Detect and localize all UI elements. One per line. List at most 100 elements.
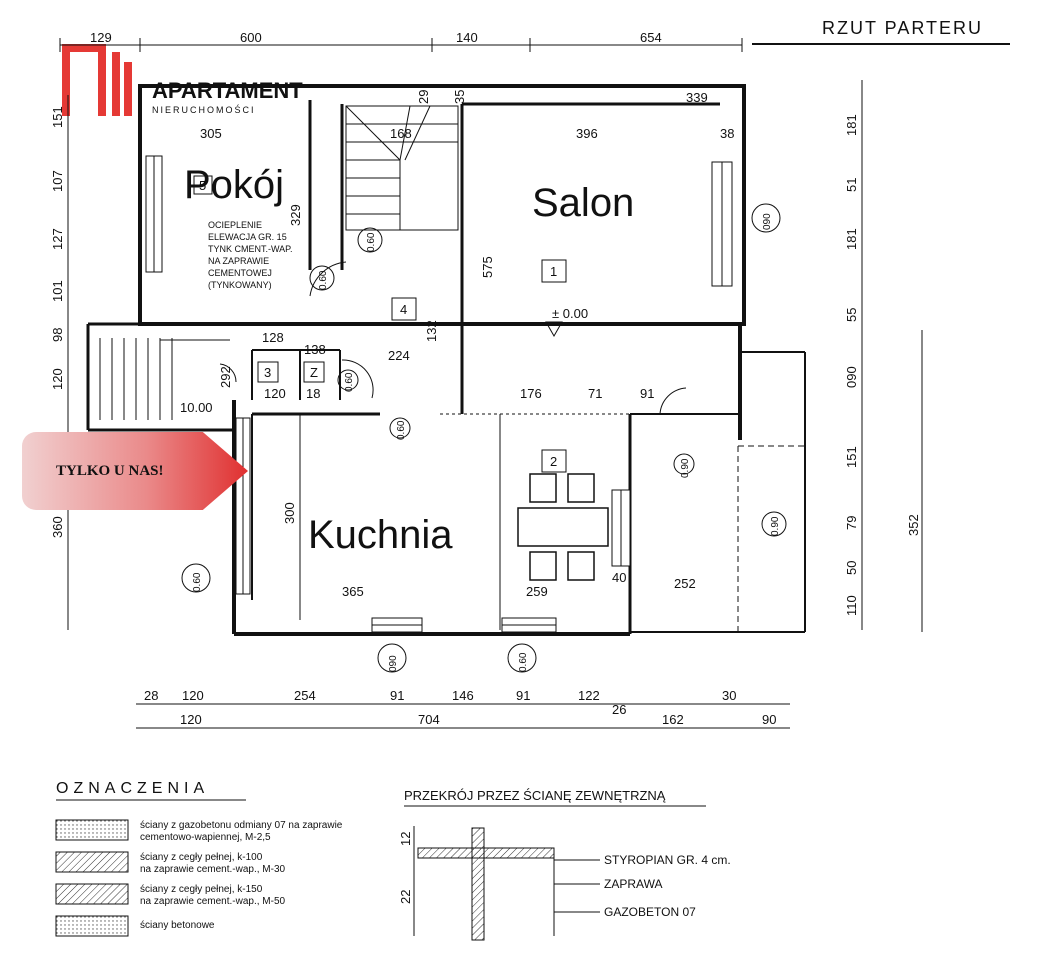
dim-int-10: 71	[588, 386, 602, 401]
dim-top-inner-5: 35	[452, 90, 467, 104]
room-number-2: 2	[550, 454, 557, 469]
legend: OZNACZENIA ściany z gazobetonu odmiany 0…	[55, 780, 343, 937]
dim-top-inner-4: 339	[686, 90, 708, 105]
room-number-1: 1	[550, 264, 557, 279]
room-name-salon: Salon	[532, 181, 634, 225]
dim-right-6: 79	[844, 516, 859, 530]
legend-1-line-1: na zaprawie cement.-wap., M-30	[140, 864, 286, 875]
dim-int-14: 259	[526, 584, 548, 599]
dim-left-1: 107	[50, 170, 65, 192]
wm-8: 0.60	[344, 372, 355, 392]
dim-right-8: 110	[844, 595, 859, 616]
dim-int-12: 300	[282, 502, 297, 524]
room-number-3: 3	[264, 365, 271, 380]
dim-right-5: 151	[844, 446, 859, 468]
plan-title: RZUT PARTERU	[822, 18, 983, 38]
section-title: PRZEKRÓJ PRZEZ ŚCIANĘ ZEWNĘTRZNĄ	[404, 788, 666, 803]
wm-5: 0.90	[770, 516, 781, 536]
section-dim-0: 12	[398, 832, 413, 846]
wm-0: 090	[762, 213, 773, 230]
dim-top-inner-0: 305	[200, 126, 222, 141]
wall-note-1: ELEWACJA GR. 15	[208, 232, 287, 242]
legend-1-line-0: ściany z cegły pełnej, k-100	[140, 852, 263, 863]
dim-top-inner-1: 168	[390, 126, 412, 141]
interior-dimensions: 329 575 224 132 138 120 18 128 292 176 7…	[180, 204, 696, 717]
wm-1: 0.60	[192, 572, 203, 592]
dim-top-inner-6: 29	[416, 90, 431, 104]
legend-swatch-2	[55, 883, 129, 905]
dim-int-16: 40	[612, 570, 626, 585]
dim-bottom1-0: 28	[144, 688, 158, 703]
dim-int-18: 26	[612, 702, 626, 717]
wm-7: 0.60	[318, 270, 329, 290]
logo-bar-4	[112, 52, 120, 116]
legend-3-line-0: ściany betonowe	[140, 920, 215, 931]
dim-bottom1-3: 91	[390, 688, 404, 703]
walls	[86, 84, 806, 636]
dim-top-inner-2: 396	[576, 126, 598, 141]
wall-note: OCIEPLENIE ELEWACJA GR. 15 TYNK CMENT.-W…	[208, 220, 293, 290]
dim-bottom1-1: 120	[182, 688, 204, 703]
dim-right-4: 090	[844, 366, 859, 388]
legend-0-line-0: ściany z gazobetonu odmiany 07 na zapraw…	[140, 820, 343, 831]
dim-top-1: 600	[240, 30, 262, 45]
doors	[219, 261, 687, 415]
window-marker-labels: 090 0.60 090 0.60 0.90 0.90 0.60 0.60 0.…	[192, 213, 781, 672]
dim-left-2: 127	[50, 228, 65, 250]
dim-int-15: 252	[674, 576, 696, 591]
room-number-z: Z	[310, 365, 318, 380]
salon-level: ± 0.00	[552, 306, 588, 321]
dim-bottom2-3: 90	[762, 712, 776, 727]
dim-int-7: 128	[262, 330, 284, 345]
logo-bar-1	[62, 44, 70, 116]
dim-right-0: 181	[844, 114, 859, 136]
wm-4: 0.90	[680, 458, 691, 478]
legend-0-line-1: cementowo-wapiennej, M-2,5	[140, 832, 271, 843]
dim-bottom1-4: 146	[452, 688, 474, 703]
level-marker-icon	[545, 321, 563, 338]
wall-note-5: (TYNKOWANY)	[208, 280, 272, 290]
wall-note-4: CEMENTOWEJ	[208, 268, 272, 278]
dim-right-total: 352	[906, 514, 921, 536]
dim-int-1: 575	[480, 256, 495, 278]
dim-right-3: 55	[844, 308, 859, 322]
wm-2: 090	[388, 655, 399, 672]
wall-section: PRZEKRÓJ PRZEZ ŚCIANĘ ZEWNĘTRZNĄ 12 22 S…	[398, 788, 731, 941]
wm-9: 0.60	[396, 420, 407, 440]
section-label-2: GAZOBETON 07	[604, 905, 696, 919]
legend-title: OZNACZENIA	[56, 780, 209, 797]
dim-right-7: 50	[844, 561, 859, 575]
dim-int-13: 365	[342, 584, 364, 599]
dining-table	[517, 473, 609, 581]
dim-bottom2-1: 704	[418, 712, 440, 727]
dim-top-3: 654	[640, 30, 662, 45]
room-number-4: 4	[400, 302, 407, 317]
legend-swatch-1	[55, 851, 129, 873]
dim-top-inner-3: 38	[720, 126, 734, 141]
dim-right-1: 51	[844, 178, 859, 192]
logo-bar-3	[98, 44, 106, 116]
brand-logo: APARTAMENT NIERUCHOMOŚCI	[62, 44, 303, 116]
staircase	[345, 105, 459, 231]
dim-int-6: 18	[306, 386, 320, 401]
promo-banner[interactable]: TYLKO U NAS!	[22, 432, 248, 510]
dim-int-8: 292	[218, 366, 233, 388]
logo-bar-5	[124, 62, 132, 116]
top-inner-dimensions: 305 168 396 38 339 35 29	[200, 90, 734, 141]
room-name-kuchnia: Kuchnia	[308, 513, 453, 557]
brand-name: APARTAMENT	[152, 78, 303, 103]
dim-bottom1-7: 30	[722, 688, 736, 703]
dim-int-4: 138	[304, 342, 326, 357]
right-dimensions: 181 51 181 55 090 151 79 50 110 352	[844, 80, 923, 632]
dim-int-0: 329	[288, 204, 303, 226]
bottom-dimensions: 28 120 254 91 146 91 122 30 120 704 162 …	[136, 688, 790, 729]
wall-note-2: TYNK CMENT.-WAP.	[208, 244, 293, 254]
left-dimensions: 151 107 127 101 98 120 360	[50, 95, 69, 630]
section-label-0: STYROPIAN GR. 4 cm.	[604, 853, 731, 867]
section-dim-1: 22	[398, 890, 413, 904]
logo-bar-2	[62, 44, 106, 52]
legend-swatch-3	[55, 915, 129, 937]
promo-label: TYLKO U NAS!	[56, 462, 164, 479]
room-name-pokoj: Pokój	[184, 163, 284, 207]
